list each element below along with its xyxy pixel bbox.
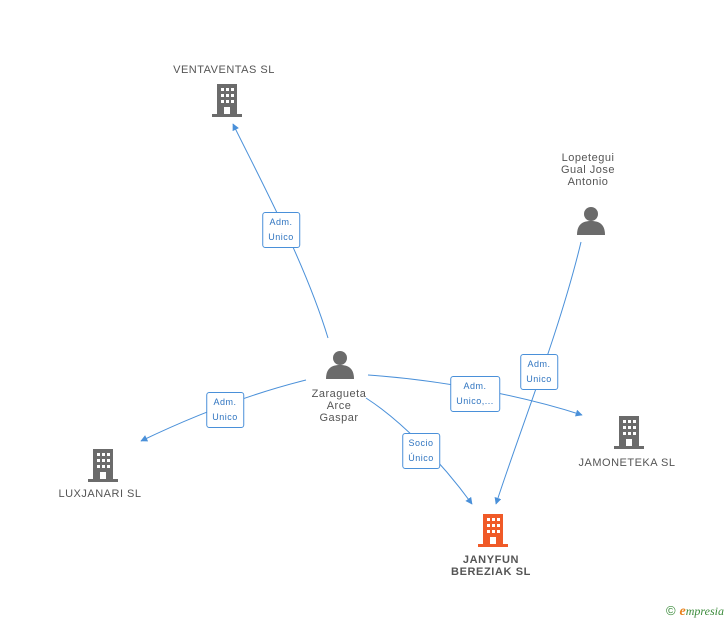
- node-label-jamoneteka[interactable]: JAMONETEKA SL: [578, 457, 676, 469]
- edge-label-adm-unico: Adm. Unico: [262, 212, 300, 248]
- brand-watermark: ©empresia: [666, 603, 724, 620]
- copyright-icon: ©: [665, 603, 676, 618]
- brand-initial: e: [679, 604, 686, 619]
- edge-label-adm-unico-multi: Adm. Unico,...: [450, 376, 500, 412]
- building-icon[interactable]: [212, 84, 242, 117]
- edge-label-adm-unico: Adm. Unico: [206, 392, 244, 428]
- edge-label-adm-unico: Adm. Unico: [520, 354, 558, 390]
- node-label-luxjanari[interactable]: LUXJANARI SL: [58, 488, 142, 500]
- node-label-janyfun[interactable]: JANYFUN BEREZIAK SL: [451, 554, 531, 578]
- building-focus-icon[interactable]: [478, 514, 508, 547]
- edge-label-socio-unico: Socio Único: [402, 433, 440, 469]
- node-label-ventaventas[interactable]: VENTAVENTAS SL: [173, 64, 275, 76]
- person-icon[interactable]: [577, 207, 605, 235]
- node-label-zaragueta[interactable]: Zaragueta Arce Gaspar: [311, 388, 367, 424]
- person-icon[interactable]: [326, 351, 354, 379]
- brand-name: mpresia: [685, 604, 724, 618]
- node-label-lopetegui[interactable]: Lopetegui Gual Jose Antonio: [560, 152, 616, 188]
- building-icon[interactable]: [88, 449, 118, 482]
- building-icon[interactable]: [614, 416, 644, 449]
